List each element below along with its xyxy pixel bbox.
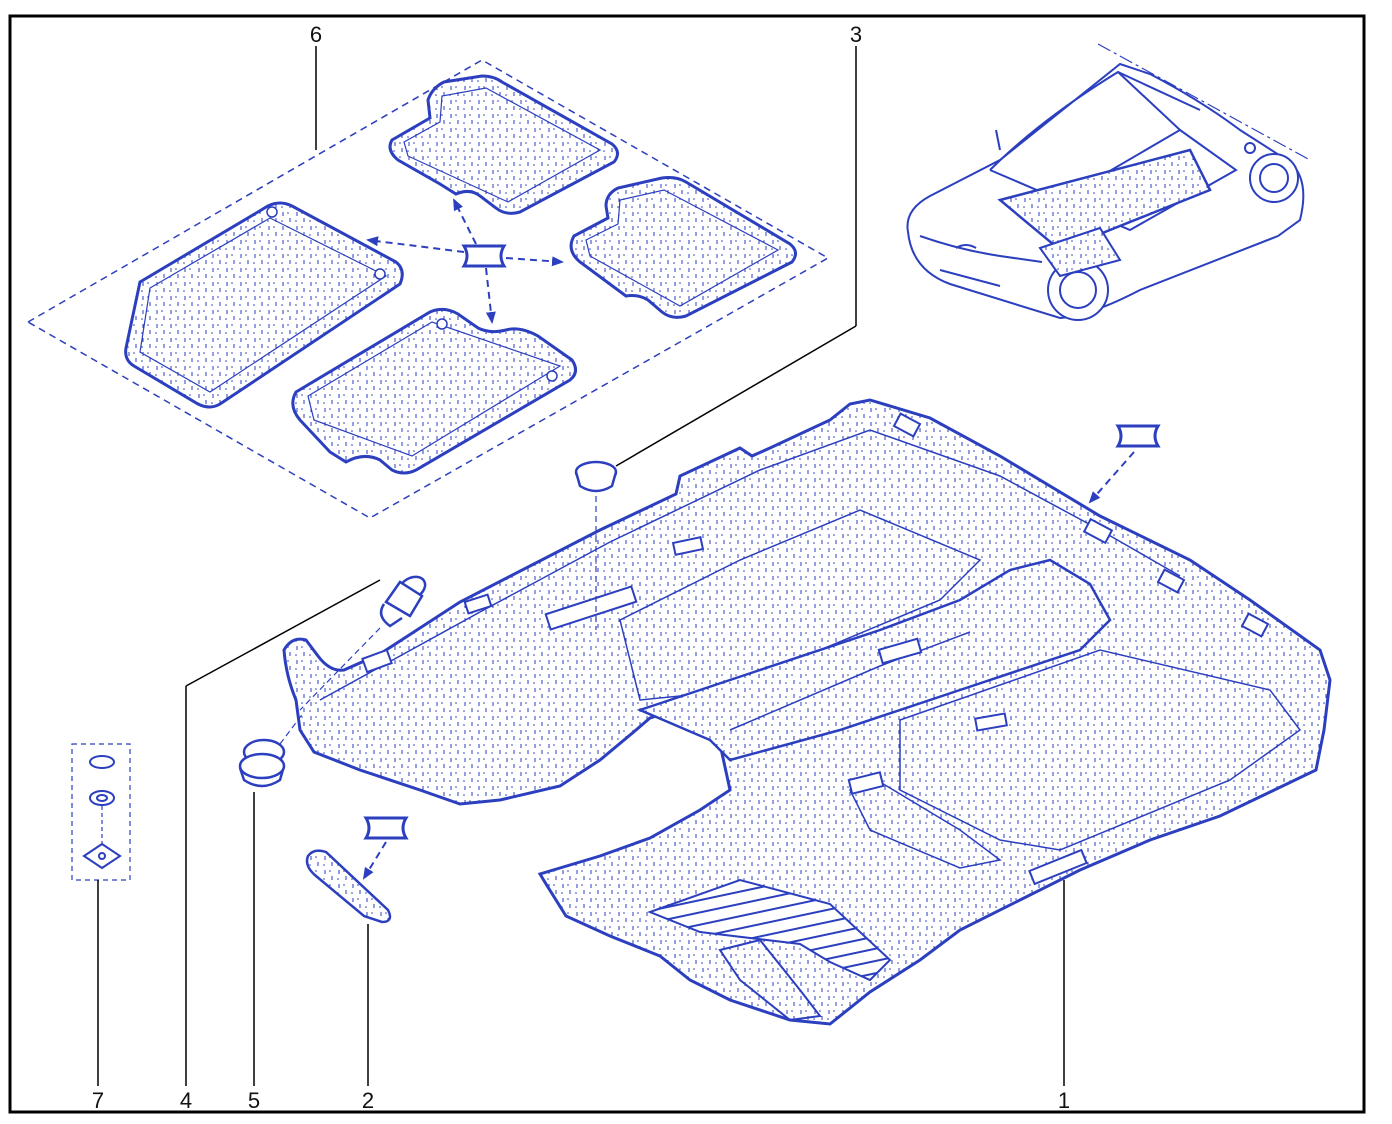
floor-mat-set: [26, 59, 830, 519]
diagram-border: [8, 14, 1366, 1114]
clip-part-5: [238, 711, 305, 788]
callout-1: 1: [1058, 1088, 1070, 1113]
push-clip-part-3: [574, 460, 618, 630]
car-location-thumbnail: [906, 43, 1311, 321]
callout-leaders: [97, 46, 1065, 1086]
fitting-symbol-icon: [364, 816, 408, 840]
heel-pad-part-2: [305, 816, 408, 924]
callout-4: 4: [180, 1088, 192, 1113]
parts-diagram: 6 3 7 4 5 2 1: [8, 14, 1366, 1114]
mat-rear-right: [569, 176, 797, 319]
callout-3: 3: [850, 22, 862, 47]
mat-set-dashed-outline: [26, 59, 830, 519]
floor-carpet: [282, 398, 1332, 1026]
callout-7: 7: [92, 1088, 104, 1113]
callout-2: 2: [362, 1088, 374, 1113]
mat-rear-left: [388, 74, 619, 215]
callout-5: 5: [248, 1088, 260, 1113]
mat-front-right: [291, 307, 577, 475]
callout-6: 6: [310, 22, 322, 47]
fixing-kit-part-7: [71, 743, 131, 881]
fitting-symbol-icon: [1116, 424, 1160, 448]
mat-fitting-arrows: [366, 198, 564, 324]
fitting-symbol-icon: [462, 244, 506, 268]
carpet-fitting-arrow: [1088, 451, 1135, 504]
fastener-part-4: [299, 575, 427, 711]
mat-front-left: [124, 201, 404, 409]
